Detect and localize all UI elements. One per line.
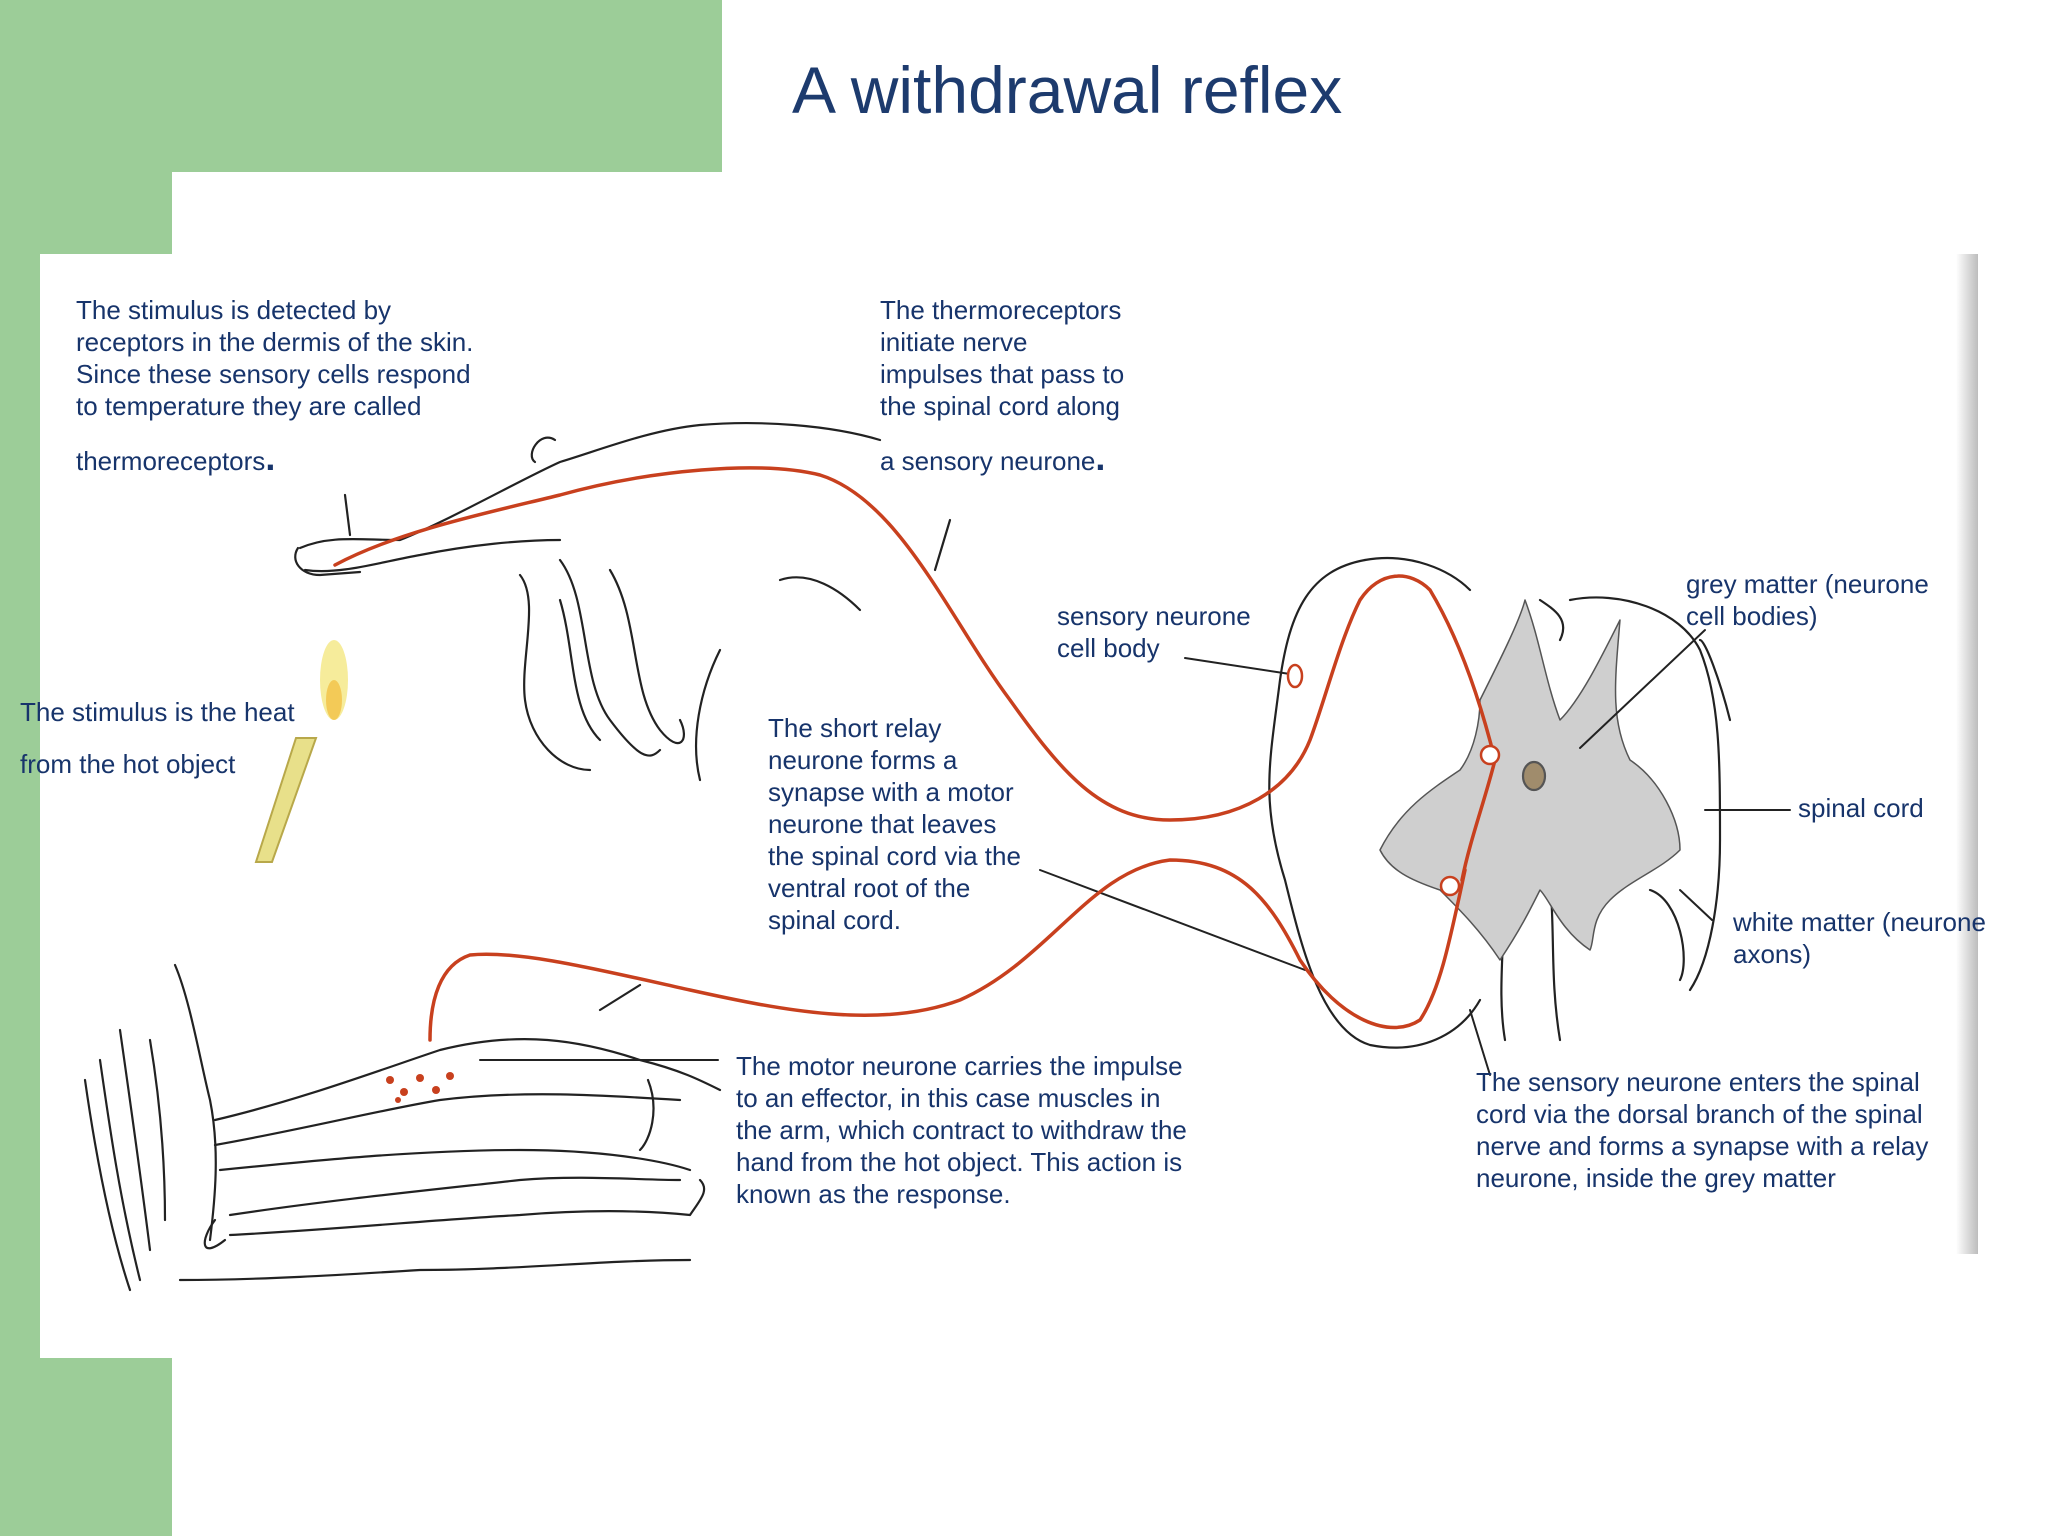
label-stimulus-detected: The stimulus is detected by receptors in… — [76, 295, 474, 421]
relay-neurone-path — [1460, 758, 1497, 882]
label-stimulus-heat-1: The stimulus is the heat — [20, 697, 295, 727]
green-header-band — [0, 0, 722, 172]
spinal-cord-outline — [1268, 556, 1732, 1049]
scan-edge-shadow — [1956, 254, 1978, 1254]
sensory-neurone-path — [333, 466, 1497, 822]
thermoreceptors-text: thermoreceptors — [76, 446, 266, 476]
hot-object-match — [254, 640, 348, 863]
label-relay-neurone: The short relay neurone forms a synapse … — [768, 713, 1021, 935]
slide-title: A withdrawal reflex — [792, 53, 1343, 127]
label-sensory-cell-body: sensory neurone cell body — [1057, 601, 1251, 663]
arm-outline — [83, 963, 722, 1292]
sensory-cell-body — [1286, 663, 1304, 689]
label-white-matter: white matter (neurone axons) — [1733, 907, 1986, 969]
motor-neurone-path — [428, 858, 1467, 1042]
label-sensory-enters: The sensory neurone enters the spinal co… — [1476, 1067, 1929, 1193]
thermoreceptors-period: . — [265, 437, 276, 478]
relay-synapse — [1479, 744, 1501, 766]
central-canal — [1521, 760, 1547, 792]
sensory-neurone-period: . — [1095, 437, 1106, 478]
label-motor-neurone: The motor neurone carries the impulse to… — [736, 1051, 1187, 1209]
muscle-endings — [386, 1072, 454, 1103]
motor-synapse — [1439, 875, 1461, 897]
pointer-lines — [479, 629, 1791, 1076]
label-stimulus-heat-2: from the hot object — [20, 749, 236, 779]
label-sensory-neurone-line: a sensory neurone. — [880, 440, 1105, 477]
hand-outline — [294, 422, 952, 782]
label-spinal-cord: spinal cord — [1798, 793, 1924, 823]
label-thermoreceptors-line: thermoreceptors. — [76, 440, 275, 477]
label-thermoreceptors-initiate: The thermoreceptors initiate nerve impul… — [880, 295, 1125, 421]
label-grey-matter: grey matter (neurone cell bodies) — [1686, 569, 1929, 631]
sensory-neurone-text: a sensory neurone — [880, 446, 1096, 476]
